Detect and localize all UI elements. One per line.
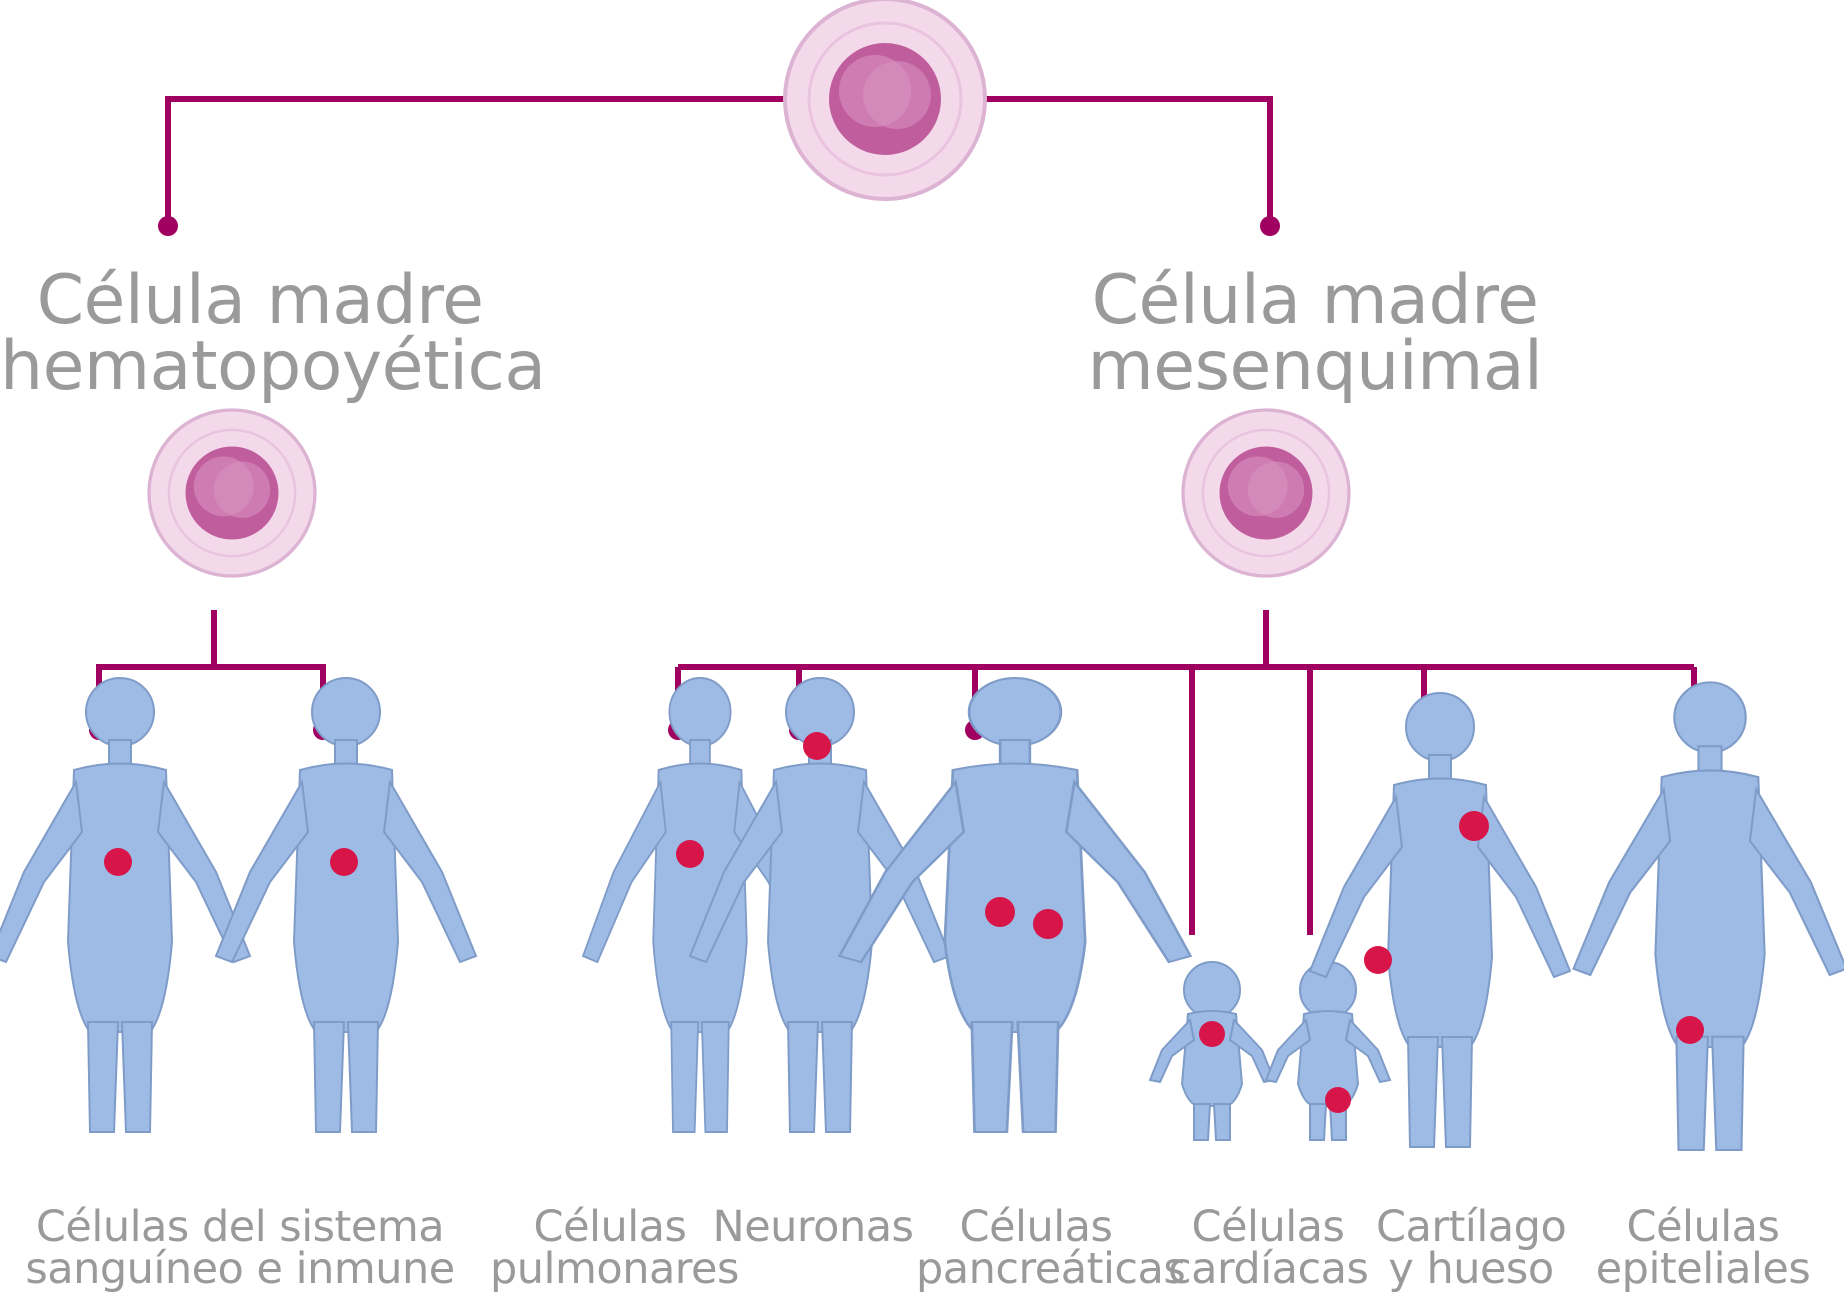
target-label-line: pancreáticas xyxy=(916,1248,1156,1290)
person-icon xyxy=(216,678,476,1132)
person-icon xyxy=(840,678,1191,1132)
branch-title-line: hematopoyética xyxy=(0,334,520,400)
target-label-line: y hueso xyxy=(1376,1248,1566,1290)
target-label-line: Células xyxy=(916,1206,1156,1248)
target-label: Células pancreáticas xyxy=(916,1206,1156,1290)
branch-title-mesenquimal: Célula madre mesenquimal xyxy=(1060,268,1570,400)
target-label-line: pulmonares xyxy=(490,1248,730,1290)
branch-title-line: Célula madre xyxy=(1060,268,1570,334)
stem-cell-icon xyxy=(785,0,985,199)
child-icon xyxy=(1150,962,1274,1140)
target-label-line: Células del sistema xyxy=(20,1206,460,1248)
target-label-line: Células xyxy=(490,1206,730,1248)
stem-cell-icon xyxy=(149,410,315,576)
person-icon xyxy=(1574,682,1844,1150)
target-label: Células pulmonares xyxy=(490,1206,730,1290)
target-label: Células epiteliales xyxy=(1588,1206,1818,1290)
target-label: Células cardíacas xyxy=(1168,1206,1368,1290)
branch-title-line: Célula madre xyxy=(0,268,520,334)
target-label: Cartílago y hueso xyxy=(1376,1206,1566,1290)
branch-title-hematopoyetica: Célula madre hematopoyética xyxy=(0,268,520,400)
target-label-line: Neuronas xyxy=(708,1206,918,1248)
target-label-line: epiteliales xyxy=(1588,1248,1818,1290)
branch-title-line: mesenquimal xyxy=(1060,334,1570,400)
target-label-line: cardíacas xyxy=(1168,1248,1368,1290)
target-label-line: Cartílago xyxy=(1376,1206,1566,1248)
person-icon xyxy=(0,678,250,1132)
target-label: Células del sistema sanguíneo e inmune xyxy=(20,1206,460,1290)
stem-cell-icon xyxy=(1183,410,1349,576)
child-icon xyxy=(1266,962,1390,1140)
target-label: Neuronas xyxy=(708,1206,918,1248)
target-label-line: Células xyxy=(1588,1206,1818,1248)
target-label-line: Células xyxy=(1168,1206,1368,1248)
target-label-line: sanguíneo e inmune xyxy=(20,1248,460,1290)
